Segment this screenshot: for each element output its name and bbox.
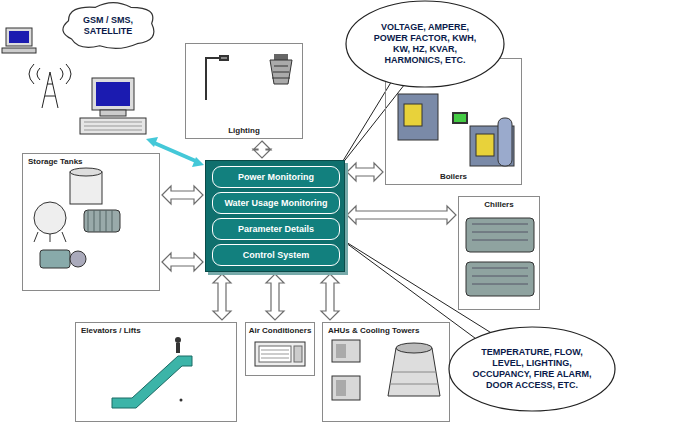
- callout-text: VOLTAGE, AMPERE, POWER FACTOR, KWH, KW, …: [367, 22, 483, 66]
- spherical-tank: [34, 202, 66, 242]
- equipment-box: Storage Tanks: [22, 153, 160, 291]
- double-arrow: [213, 274, 231, 320]
- pump: [40, 250, 86, 268]
- controller-box: Power MonitoringWater Usage MonitoringPa…: [205, 160, 345, 272]
- motor: [84, 210, 120, 232]
- equipment-label: Boilers: [440, 172, 467, 181]
- callout-bubble: VOLTAGE, AMPERE, POWER FACTOR, KWH, KW, …: [345, 0, 505, 88]
- double-arrow: [162, 253, 203, 271]
- escalator: [112, 337, 192, 408]
- equipment-box: Elevators / Lifts: [75, 322, 237, 422]
- boiler: [398, 94, 514, 166]
- function-band: Parameter Details: [212, 218, 340, 240]
- function-label: Parameter Details: [238, 224, 314, 234]
- chiller: [466, 218, 534, 296]
- equipment-box: Air Conditioners: [245, 322, 315, 376]
- double-arrow: [266, 274, 284, 320]
- network-link-arrow: [146, 137, 204, 167]
- cooling-tower: [388, 343, 440, 396]
- callout-bubble: GSM / SMS, SATELLITE: [56, 0, 160, 52]
- computer-icon: [2, 28, 36, 53]
- callout-ellipse: [449, 327, 615, 411]
- function-band: Power Monitoring: [212, 166, 340, 188]
- antenna-tower: [29, 64, 71, 108]
- light-fixture: [270, 54, 292, 84]
- double-arrow: [162, 186, 203, 204]
- air-conditioner: [255, 342, 305, 366]
- storage-tank: [70, 168, 102, 204]
- equipment-label: Chillers: [484, 200, 513, 209]
- street-lamp: [206, 56, 228, 100]
- cloud-path: [63, 3, 154, 49]
- callout-ellipse: [346, 1, 504, 87]
- double-arrow: [321, 274, 339, 320]
- function-band: Water Usage Monitoring: [212, 192, 340, 214]
- function-label: Power Monitoring: [238, 172, 314, 182]
- callout-text: TEMPERATURE, FLOW, LEVEL, LIGHTING, OCCU…: [470, 347, 594, 391]
- computer-icon: [80, 78, 146, 134]
- equipment-label: Storage Tanks: [28, 157, 83, 166]
- function-label: Water Usage Monitoring: [224, 198, 327, 208]
- equipment-box: Lighting: [185, 43, 303, 139]
- equipment-box: Chillers: [458, 196, 540, 310]
- double-arrow: [253, 141, 271, 158]
- equipment-label: Air Conditioners: [249, 326, 312, 335]
- air-handling-unit: [332, 340, 360, 400]
- equipment-label: Elevators / Lifts: [81, 326, 141, 335]
- callout-bubble: TEMPERATURE, FLOW, LEVEL, LIGHTING, OCCU…: [448, 326, 616, 412]
- callout-text: GSM / SMS, SATELLITE: [78, 15, 138, 37]
- double-arrow: [347, 163, 383, 181]
- equipment-label: AHUs & Cooling Towers: [328, 326, 419, 335]
- equipment-box: AHUs & Cooling Towers: [322, 322, 450, 422]
- equipment-label: Lighting: [228, 126, 260, 135]
- double-arrow: [347, 206, 456, 224]
- function-band: Control System: [212, 244, 340, 266]
- function-label: Control System: [243, 250, 310, 260]
